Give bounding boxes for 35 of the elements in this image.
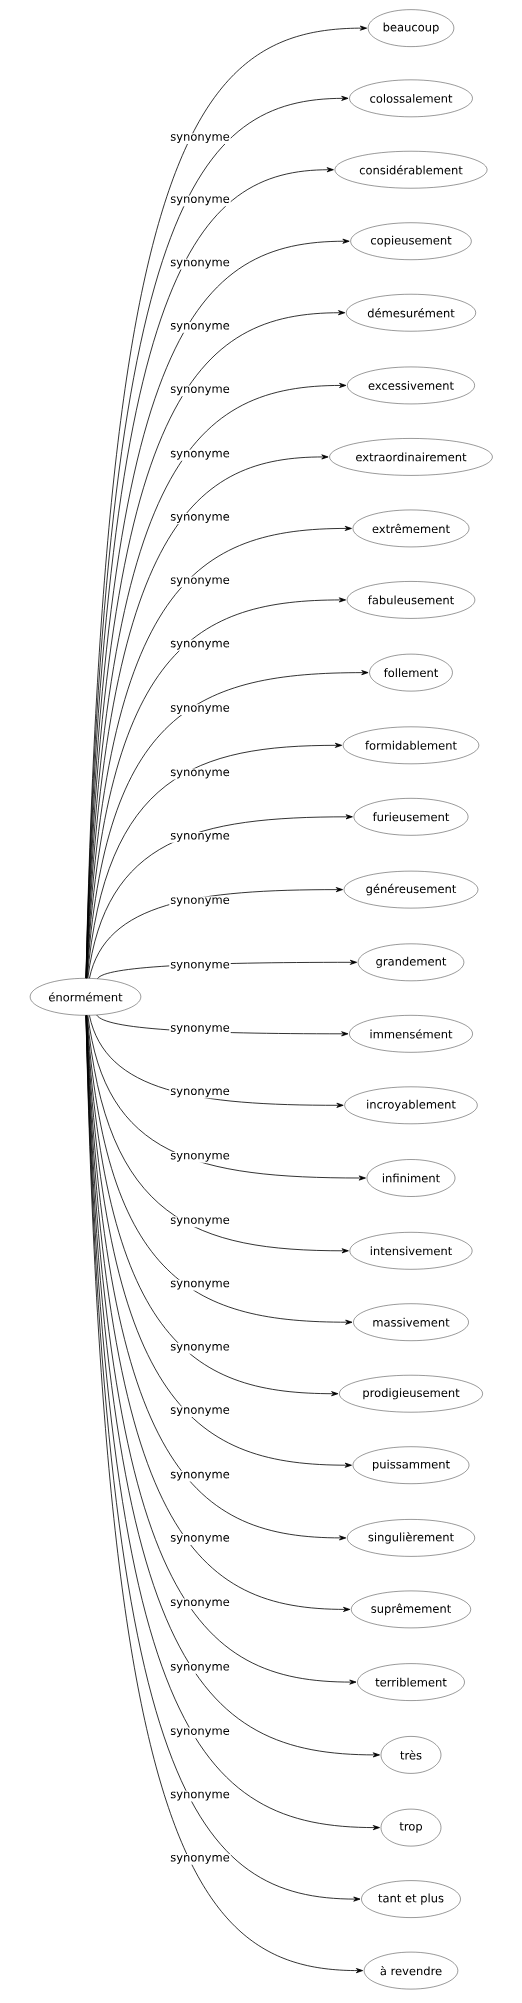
arrow <box>86 742 343 979</box>
edge-label: synonyme <box>169 1279 231 1291</box>
arrow <box>87 814 353 979</box>
edge-label: synonyme <box>169 832 231 843</box>
edge-label: synonyme <box>169 258 231 270</box>
edge-label: synonyme <box>169 768 231 780</box>
edge-label: synonyme <box>169 704 231 716</box>
edge-label: synonyme <box>169 322 231 333</box>
arrow <box>86 670 369 979</box>
edge-label: synonyme <box>169 385 231 397</box>
edge-label: synonyme <box>169 133 231 145</box>
arrow <box>89 1015 344 1108</box>
edge-label: synonyme <box>169 1598 231 1610</box>
edge-label: synonyme <box>169 449 231 461</box>
edge-label: synonyme <box>169 1470 231 1482</box>
edge-label: synonyme <box>169 1151 231 1163</box>
edge-label: synonyme <box>169 1343 231 1354</box>
edge-label: synonyme <box>169 513 231 524</box>
edge-label: synonyme <box>169 1790 231 1802</box>
edge-label: synonyme <box>169 1024 231 1036</box>
edge-label: synonyme <box>169 639 231 651</box>
edge-label: synonyme <box>169 1406 231 1418</box>
edge-label: synonyme <box>169 960 231 972</box>
edge-label: synonyme <box>169 1854 231 1865</box>
edge-label: synonyme <box>169 1727 231 1739</box>
edge-label: synonyme <box>169 195 231 207</box>
edge-label: synonyme <box>169 576 231 588</box>
edge-label: synonyme <box>169 1087 231 1099</box>
edge-label: synonyme <box>169 1216 231 1228</box>
arrow <box>86 1015 353 1325</box>
edge-label: synonyme <box>169 1663 231 1674</box>
edge-label: synonyme <box>169 896 231 908</box>
arrow <box>87 1015 366 1181</box>
arrow <box>86 1015 349 1254</box>
edge-label: synonyme <box>169 1534 231 1545</box>
